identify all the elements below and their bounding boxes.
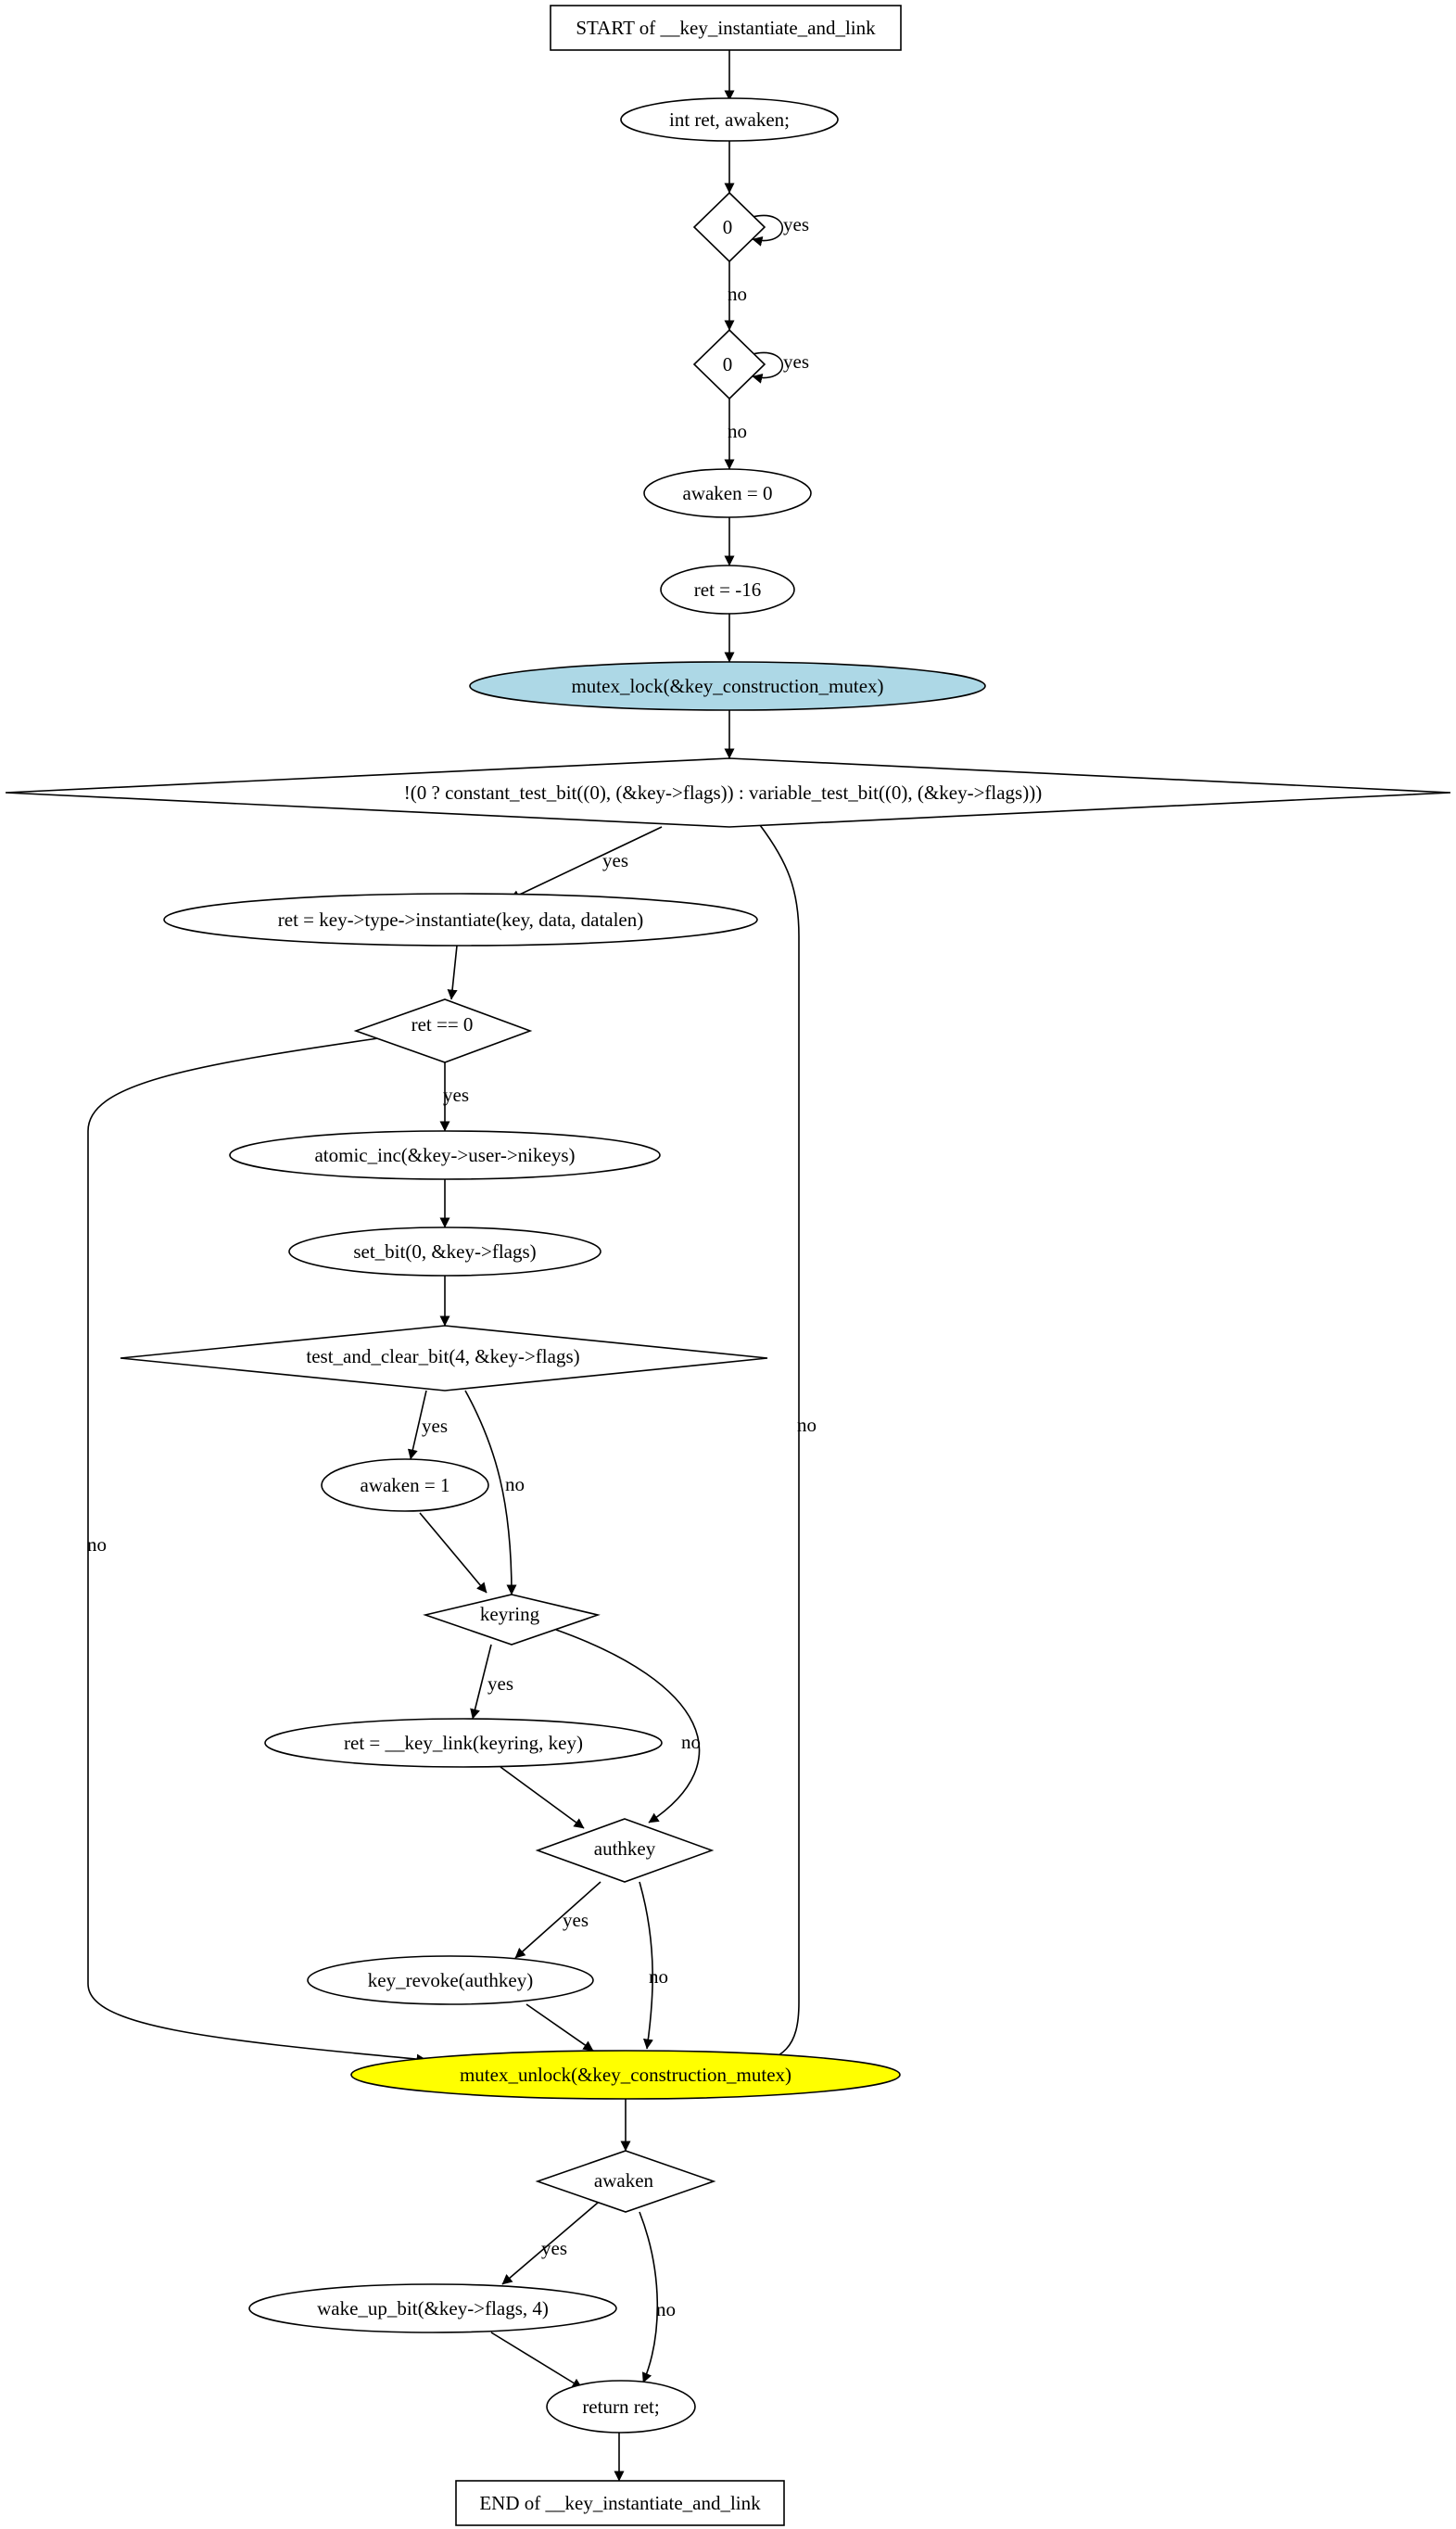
awaken-one-label: awaken = 1 [361, 1474, 450, 1496]
awaken-one-node: awaken = 1 [321, 1458, 489, 1512]
edge-testclear-to-awaken1 [407, 1390, 427, 1460]
cond-zero-2-label: 0 [723, 353, 733, 375]
edge-keylink-to-authkey [500, 1766, 585, 1829]
edge-authkey-to-keyrevoke [514, 1881, 601, 1959]
edge-label-keyring-no: no [681, 1731, 701, 1753]
instantiate-label: ret = key->type->instantiate(key, data, … [278, 909, 644, 931]
cond-zero-1-node: 0 [692, 191, 766, 263]
edge-testbit-to-instantiate [509, 826, 663, 900]
edge-label-reteq0-no: no [87, 1533, 107, 1556]
edge-label-testbit-yes: yes [602, 849, 628, 871]
edge-reteq0-no-to-unlock [87, 1037, 427, 2065]
test-bit-cond-node: !(0 ? constant_test_bit((0), (&key->flag… [5, 757, 1451, 828]
awaken-cond-label: awaken [594, 2169, 654, 2192]
mutex-lock-node: mutex_lock(&key_construction_mutex) [469, 661, 986, 711]
awaken-zero-label: awaken = 0 [683, 482, 773, 504]
edge-label-awaken-no: no [656, 2298, 676, 2320]
edge-label-keyring-yes: yes [487, 1672, 513, 1695]
edge-keyring-to-keylink [470, 1644, 492, 1720]
edge-label-cond2-no: no [728, 420, 747, 442]
edge-labels: yes no yes no yes no yes no yes no yes n… [87, 213, 817, 2320]
ret-minus16-node: ret = -16 [660, 565, 795, 615]
wake-up-label: wake_up_bit(&key->flags, 4) [317, 2297, 549, 2319]
cond-zero-2-node: 0 [692, 328, 766, 400]
authkey-node: authkey [535, 1818, 715, 1883]
key-link-node: ret = __key_link(keyring, key) [264, 1718, 663, 1768]
start-node: START of __key_instantiate_and_link [550, 5, 902, 51]
edge-testbit-no-to-unlock [745, 824, 800, 2070]
cond-zero-1-label: 0 [723, 216, 733, 238]
end-node-label: END of __key_instantiate_and_link [479, 2492, 761, 2514]
nodes: START of __key_instantiate_and_link int … [5, 5, 1451, 2526]
edge-awaken-to-wakeup [501, 2202, 599, 2285]
edge-label-cond1-no: no [728, 283, 747, 305]
set-bit-label: set_bit(0, &key->flags) [353, 1240, 536, 1263]
edge-wakeup-to-return [490, 2332, 583, 2389]
return-ret-node: return ret; [546, 2380, 696, 2434]
edge-label-authkey-yes: yes [563, 1909, 589, 1931]
key-revoke-label: key_revoke(authkey) [368, 1969, 533, 1991]
test-and-clear-node: test_and_clear_bit(4, &key->flags) [120, 1325, 768, 1392]
edges [87, 50, 800, 2482]
edge-label-testclear-yes: yes [422, 1415, 448, 1437]
start-node-label: START of __key_instantiate_and_link [576, 17, 876, 39]
edge-label-testbit-no: no [797, 1414, 817, 1436]
ret-eq-zero-label: ret == 0 [411, 1013, 474, 1036]
ret-eq-zero-node: ret == 0 [353, 998, 533, 1063]
keyring-node: keyring [423, 1594, 601, 1646]
edge-label-cond1-yes: yes [783, 213, 809, 235]
test-bit-cond-label: !(0 ? constant_test_bit((0), (&key->flag… [404, 782, 1042, 804]
mutex-unlock-label: mutex_unlock(&key_construction_mutex) [460, 2064, 791, 2086]
mutex-unlock-node: mutex_unlock(&key_construction_mutex) [350, 2050, 901, 2100]
decl-node-label: int ret, awaken; [669, 108, 790, 131]
atomic-inc-node: atomic_inc(&key->user->nikeys) [229, 1130, 661, 1180]
edge-instantiate-to-reteq0 [447, 945, 458, 1000]
keyring-label: keyring [480, 1603, 540, 1625]
end-node: END of __key_instantiate_and_link [455, 2480, 785, 2526]
edge-label-cond2-yes: yes [783, 350, 809, 373]
edge-cond2-self-loop [752, 351, 784, 384]
test-and-clear-label: test_and_clear_bit(4, &key->flags) [306, 1345, 579, 1367]
decl-node: int ret, awaken; [620, 97, 839, 142]
edge-awaken-no-to-return [639, 2211, 659, 2383]
set-bit-node: set_bit(0, &key->flags) [288, 1226, 601, 1277]
edge-authkey-no-to-unlock [639, 1881, 653, 2050]
edge-keyrevoke-to-unlock [525, 2003, 594, 2052]
edge-testclear-no-to-keyring [464, 1390, 517, 1595]
edge-awaken1-to-keyring [419, 1512, 487, 1594]
instantiate-node: ret = key->type->instantiate(key, data, … [163, 893, 758, 947]
edge-label-awaken-yes: yes [541, 2237, 567, 2259]
mutex-lock-label: mutex_lock(&key_construction_mutex) [571, 675, 883, 697]
authkey-label: authkey [594, 1837, 656, 1860]
edge-label-authkey-no: no [649, 1965, 668, 1988]
ret-minus16-label: ret = -16 [694, 578, 762, 601]
edge-keyring-no-to-authkey [555, 1629, 701, 1824]
key-link-label: ret = __key_link(keyring, key) [344, 1732, 583, 1754]
wake-up-node: wake_up_bit(&key->flags, 4) [248, 2283, 617, 2333]
atomic-inc-label: atomic_inc(&key->user->nikeys) [314, 1144, 575, 1166]
awaken-zero-node: awaken = 0 [643, 468, 812, 518]
awaken-cond-node: awaken [535, 2150, 716, 2213]
edge-cond1-self-loop [752, 214, 784, 247]
edge-label-reteq0-yes: yes [443, 1084, 469, 1106]
return-ret-label: return ret; [582, 2396, 659, 2418]
edge-label-testclear-no: no [505, 1473, 525, 1495]
key-revoke-node: key_revoke(authkey) [307, 1955, 594, 2005]
